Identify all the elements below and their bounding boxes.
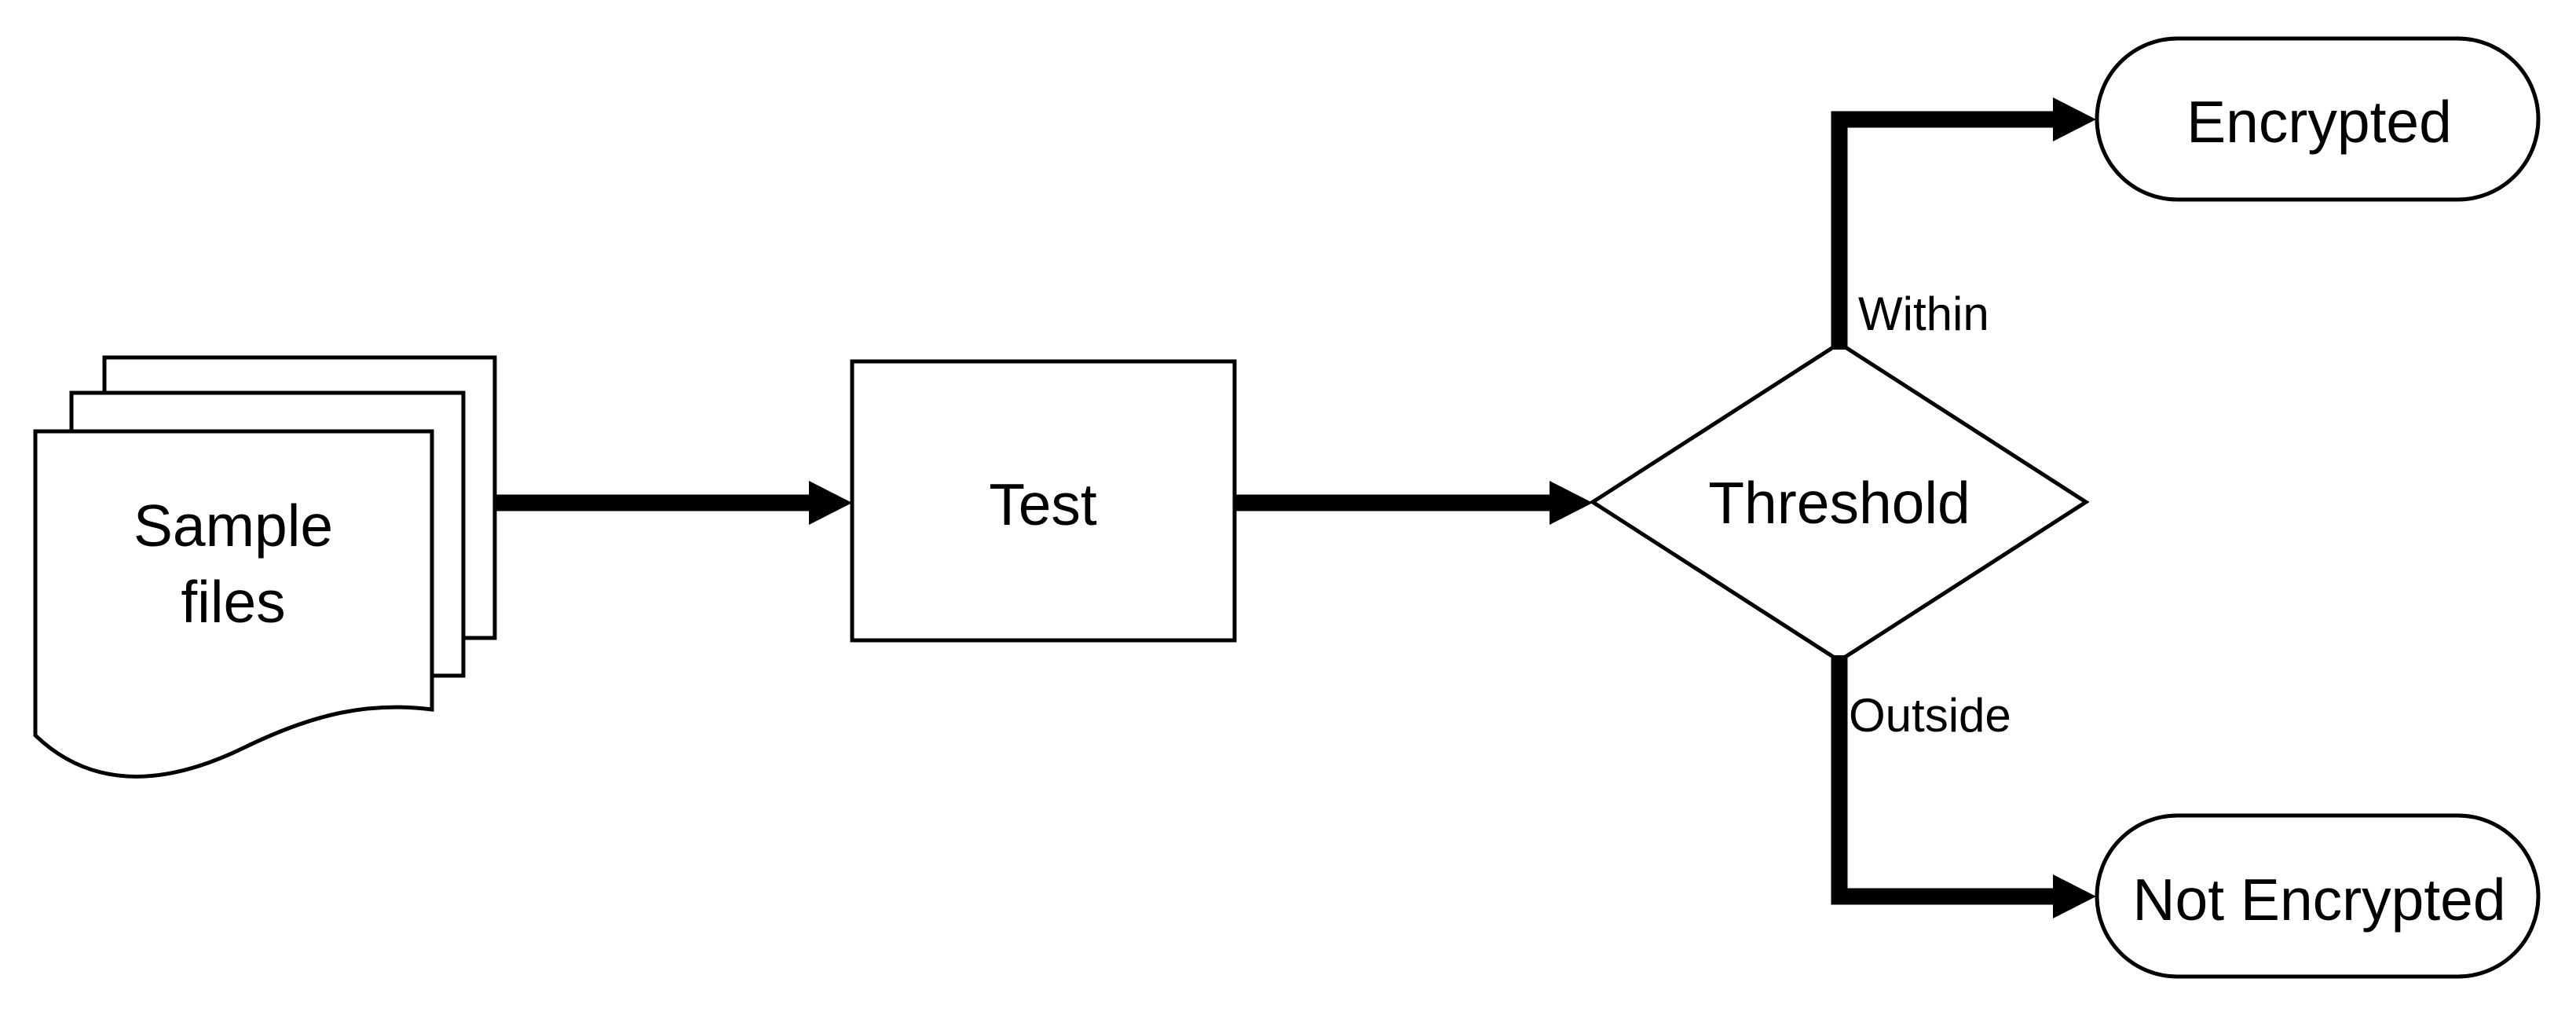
document-page-front — [33, 429, 434, 779]
arrow-test-to-threshold — [1235, 481, 1593, 525]
arrow-head — [809, 481, 852, 525]
arrow-head — [1550, 481, 1593, 525]
sample-files-label-line2: files — [181, 569, 285, 635]
node-threshold: Threshold — [1589, 341, 2090, 663]
node-sample-files: Sample files — [33, 355, 497, 779]
node-test: Test — [850, 359, 1237, 643]
threshold-label: Threshold — [1708, 470, 1970, 536]
test-label: Test — [989, 471, 1097, 537]
node-encrypted: Encrypted — [2095, 36, 2541, 202]
sample-files-label-line1: Sample — [134, 493, 333, 559]
arrow-samples-to-test — [495, 481, 852, 525]
node-not-encrypted: Not Encrypted — [2095, 813, 2541, 979]
test-box — [850, 359, 1237, 643]
arrow-threshold-to-encrypted: Within — [1831, 97, 2096, 350]
not-encrypted-box — [2095, 813, 2541, 979]
not-encrypted-label: Not Encrypted — [2132, 867, 2505, 933]
arrow-shaft — [1831, 111, 2056, 350]
within-label: Within — [1858, 288, 1989, 340]
encrypted-label: Encrypted — [2186, 89, 2452, 155]
outside-label: Outside — [1849, 689, 2011, 742]
arrow-head — [2053, 97, 2096, 141]
arrow-threshold-to-not-encrypted: Outside — [1831, 655, 2096, 918]
arrow-head — [2053, 874, 2096, 918]
threshold-diamond — [1589, 341, 2090, 663]
encrypted-box — [2095, 36, 2541, 202]
arrow-shaft — [1831, 655, 2056, 905]
